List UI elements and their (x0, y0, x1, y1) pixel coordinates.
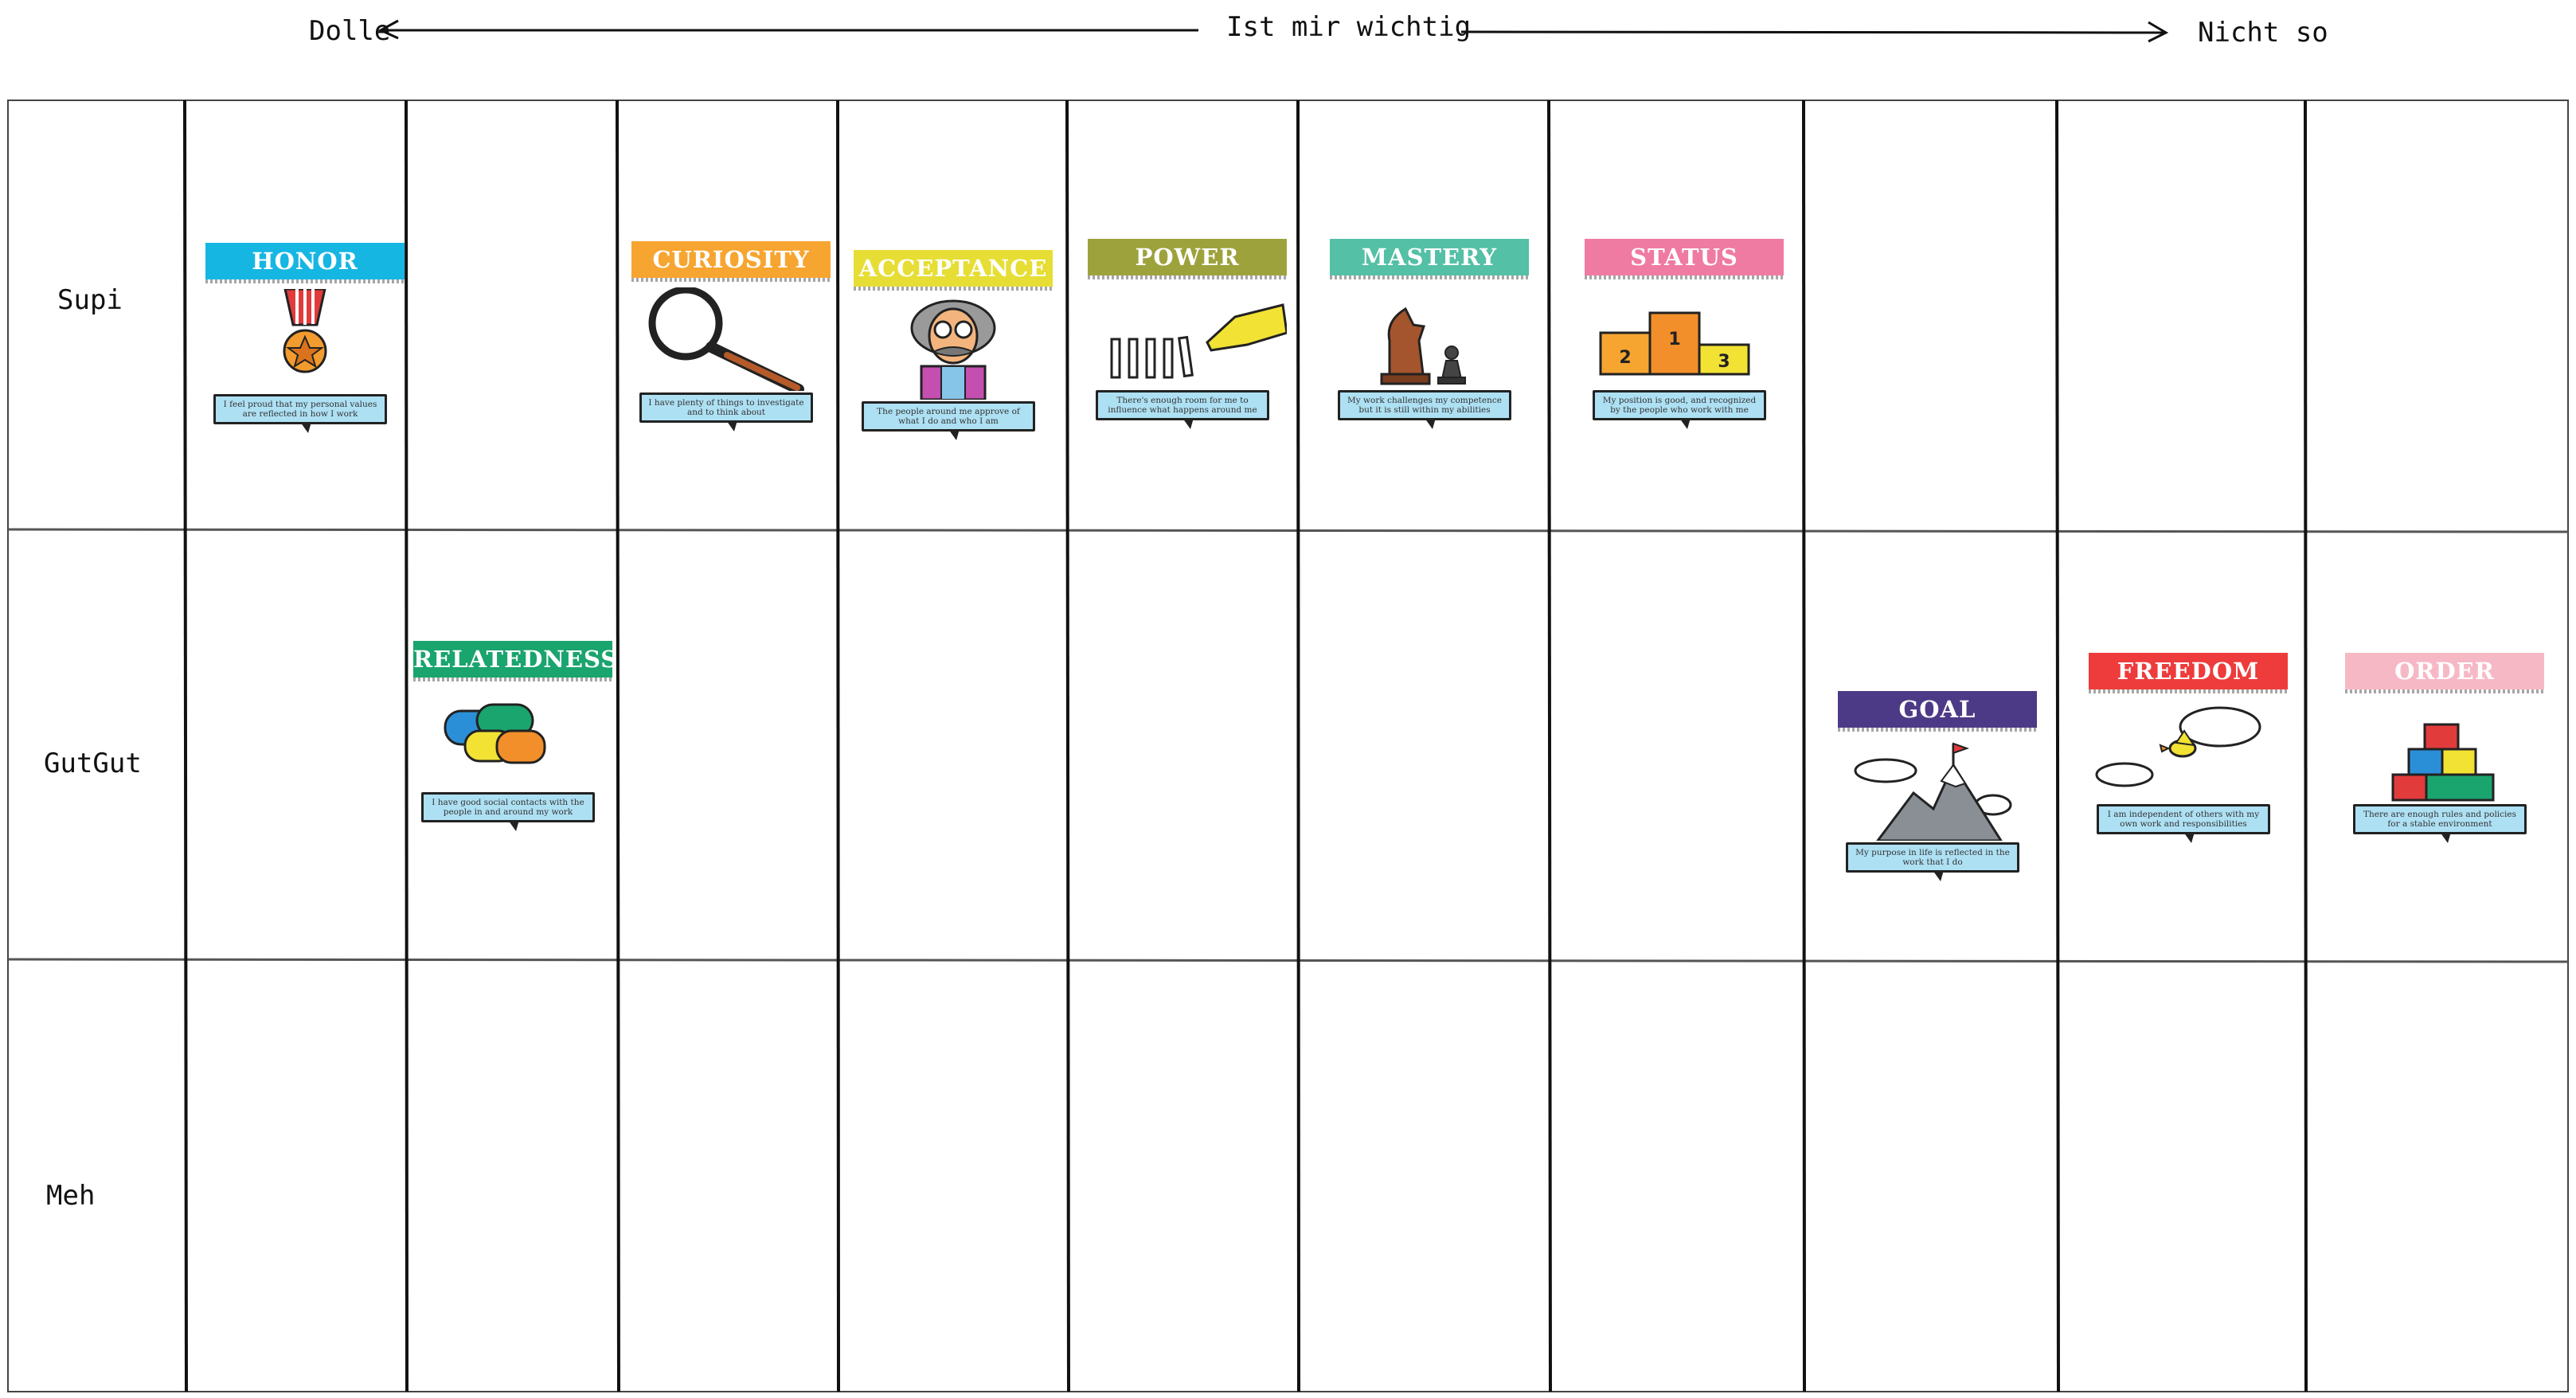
card-title: FREEDOM (2089, 653, 2288, 693)
podium-icon: 2 1 3 (1599, 311, 1750, 376)
row-label-supi: Supi (57, 284, 123, 316)
card-title: CURIOSITY (631, 241, 831, 282)
axis-center-label: Ist mir wichtig (1226, 11, 1471, 43)
arrowhead-right-icon (2148, 21, 2169, 43)
bird-clouds-icon (2095, 706, 2261, 787)
card-title: RELATEDNESS (413, 641, 617, 681)
podium-first: 1 (1668, 330, 1680, 350)
professor-icon (910, 299, 996, 400)
row-label-meh: Meh (46, 1180, 95, 1212)
card-statement: I have plenty of things to investigate a… (639, 392, 813, 432)
card-statement: I am independent of others with my own w… (2097, 804, 2270, 843)
card-title: HONOR (205, 243, 405, 283)
card-title: MASTERY (1330, 239, 1529, 279)
axis-right-label: Nicht so (2198, 17, 2328, 49)
card-statement: I feel proud that my personal values are… (213, 394, 387, 433)
chess-pieces-icon (1380, 307, 1466, 385)
dominoes-hand-icon (1110, 303, 1287, 379)
card-statement: There are enough rules and policies for … (2353, 804, 2527, 843)
podium-third: 3 (1718, 352, 1730, 372)
card-statement: My position is good, and recognized by t… (1593, 390, 1766, 429)
card-title: ORDER (2345, 653, 2544, 693)
card-statement: My purpose in life is reflected in the w… (1846, 842, 2019, 881)
speech-bubbles-icon (444, 703, 546, 764)
mountain-flag-icon (1854, 742, 2012, 841)
axis-arrow-right (1460, 30, 2167, 34)
card-title: STATUS (1585, 239, 1784, 279)
card-statement: The people around me approve of what I d… (862, 401, 1035, 440)
row-label-gutgut: GutGut (44, 748, 142, 779)
grid (7, 100, 2569, 1392)
card-title: POWER (1088, 239, 1287, 279)
card-title: GOAL (1838, 691, 2037, 732)
arrowhead-left-icon (377, 19, 399, 40)
card-statement: My work challenges my competence but it … (1338, 390, 1511, 429)
card-statement: There's enough room for me to influence … (1096, 390, 1269, 429)
card-statement: I have good social contacts with the peo… (421, 792, 595, 831)
axis-left-label: Dolle (309, 15, 390, 47)
card-title: ACCEPTANCE (854, 250, 1053, 291)
medal-icon (283, 289, 327, 373)
podium-second: 2 (1619, 348, 1631, 368)
building-blocks-icon (2391, 723, 2495, 802)
magnifying-glass-icon (648, 287, 804, 391)
